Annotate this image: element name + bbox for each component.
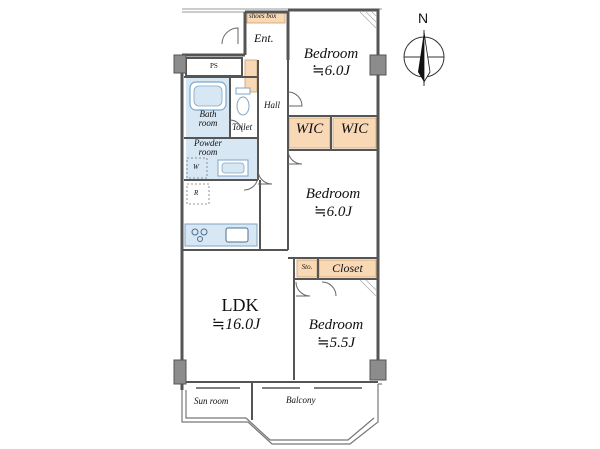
toilet-bowl [236, 96, 250, 116]
pillars [173, 54, 387, 385]
interior-walls [182, 57, 378, 420]
window-hatches [359, 11, 377, 297]
toilet-label: Toilet [232, 122, 253, 132]
doors [221, 27, 337, 297]
ldk-area: ≒16.0J [211, 316, 261, 333]
hall-label: Hall [264, 100, 281, 110]
balcony-label: Balcony [286, 395, 316, 405]
closet-label: Closet [332, 261, 363, 275]
washer-space [186, 157, 208, 179]
wic-1-label: WIC [295, 121, 324, 137]
vanity-bowl [221, 162, 245, 174]
ps-label: PS [210, 62, 218, 70]
stove-burner [197, 236, 203, 242]
powder-room-label: Powder room [194, 138, 222, 158]
fridge-space [186, 183, 210, 205]
bedroom-3-area: ≒5.5J [317, 335, 355, 351]
wic-1-fill [288, 117, 331, 149]
wic-2-label: WIC [340, 121, 369, 137]
storage-label: Sto. [301, 263, 313, 271]
shoes-box-label: shoes box [249, 12, 277, 20]
bedroom-1-name: Bedroom [303, 46, 359, 62]
balcony-outline [181, 383, 382, 445]
stove-burner [191, 228, 199, 236]
entrance-label: Ent. [254, 31, 274, 45]
bedroom-1-area: ≒6.0J [312, 63, 350, 79]
north-label: N [418, 10, 429, 26]
stove-burner [200, 228, 208, 236]
wic-2-fill [332, 117, 377, 149]
sun-room-label: Sun room [194, 396, 229, 406]
fridge-label: R [194, 189, 199, 197]
kitchen-sink [225, 227, 249, 243]
walls [180, 8, 380, 390]
bedroom-2-name: Bedroom [305, 186, 361, 202]
bedroom-3-name: Bedroom [308, 317, 364, 333]
ldk-name: LDK [221, 295, 259, 315]
toilet-tank [235, 87, 251, 95]
north-arrow-icon [403, 30, 445, 86]
bedroom-2-area: ≒6.0J [314, 204, 352, 220]
bathroom-label: Bath room [198, 109, 218, 129]
washer-label: W [193, 163, 199, 171]
bathtub-inner [193, 85, 223, 107]
